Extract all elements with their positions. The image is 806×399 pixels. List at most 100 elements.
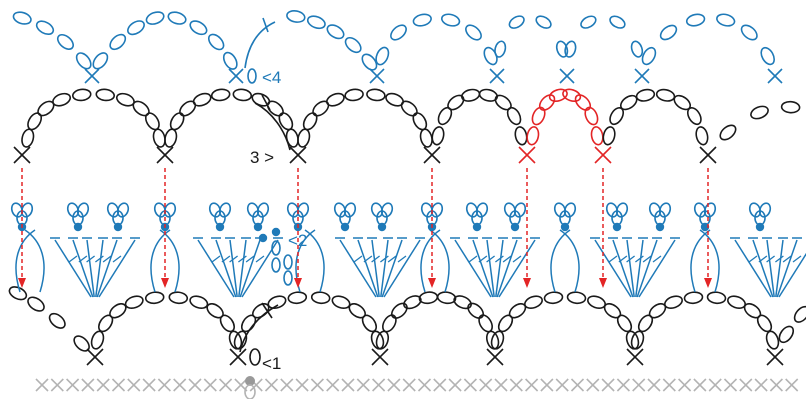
row-4-sc xyxy=(369,68,385,84)
puff-petal xyxy=(76,202,90,218)
foundation-stitch xyxy=(387,378,401,392)
treble-bar xyxy=(748,255,758,263)
fan-cluster xyxy=(193,237,283,298)
puff-cluster xyxy=(370,202,394,232)
chain-stitch xyxy=(778,325,795,344)
chain-stitch xyxy=(124,295,144,309)
x-stroke xyxy=(463,378,477,392)
x-stroke xyxy=(188,378,202,392)
row-3-chain-arches xyxy=(13,88,801,164)
treble-post xyxy=(638,239,676,298)
chain-stitch xyxy=(168,291,189,305)
arrow-head xyxy=(599,278,607,288)
chain-stitch xyxy=(494,94,512,111)
puff-petal xyxy=(163,202,177,218)
foundation-stitch xyxy=(173,378,187,392)
treble-post xyxy=(626,239,635,298)
puff-petal xyxy=(116,202,130,218)
chain-stitch xyxy=(580,15,597,29)
chain-stitch xyxy=(400,100,418,117)
chain-stitch xyxy=(302,112,318,131)
chain-stitch xyxy=(564,40,577,58)
treble-bar xyxy=(652,255,662,263)
chain-stitch xyxy=(506,106,522,126)
puff-cluster xyxy=(605,202,629,232)
chain-stitch xyxy=(73,335,90,352)
treble-post xyxy=(54,239,92,298)
treble-bar xyxy=(618,255,628,263)
x-stroke xyxy=(586,378,600,392)
chain-stitch xyxy=(478,88,499,102)
chain-stitch xyxy=(695,126,709,146)
foundation-stitch xyxy=(402,378,416,392)
chain-stitch xyxy=(297,128,311,148)
x-stroke xyxy=(766,348,784,366)
row-1-label: <1 xyxy=(262,354,281,373)
x-stroke xyxy=(289,146,307,164)
x-stroke xyxy=(219,378,233,392)
treble-bar xyxy=(502,255,512,263)
foundation-stitch xyxy=(708,378,722,392)
slip-stitch-dot xyxy=(215,222,225,232)
foundation-row xyxy=(35,376,799,399)
chain-stitch xyxy=(127,20,145,36)
fan-cluster xyxy=(730,237,806,298)
fan-cluster xyxy=(50,237,140,298)
chain-stitch xyxy=(344,36,362,54)
row-1-sc xyxy=(86,348,104,366)
x-stroke xyxy=(540,378,554,392)
treble-bar xyxy=(397,255,407,263)
treble-post xyxy=(594,239,632,298)
chain-stitch xyxy=(189,20,208,36)
chain-stitch xyxy=(27,296,45,312)
puff-petal xyxy=(296,202,310,218)
row-4-sc xyxy=(84,68,100,84)
x-stroke xyxy=(35,378,49,392)
x-stroke xyxy=(157,378,171,392)
foundation-stitch xyxy=(785,378,799,392)
x-stroke xyxy=(127,378,141,392)
fan-cluster xyxy=(590,237,680,298)
row-4-label: <4 xyxy=(262,68,281,87)
treble-post xyxy=(383,239,421,298)
treble-post xyxy=(495,239,504,298)
x-stroke xyxy=(486,348,504,366)
puff-cluster xyxy=(503,202,527,232)
treble-bar xyxy=(486,255,495,263)
foundation-stitch xyxy=(662,378,676,392)
puff-petal xyxy=(475,202,489,218)
puff-cluster xyxy=(553,202,577,232)
x-stroke xyxy=(387,378,401,392)
chain-stitch xyxy=(366,88,386,102)
chain-stitch xyxy=(780,100,801,114)
arrow-head xyxy=(161,278,169,288)
puff-cluster xyxy=(748,202,772,232)
chain-stitch xyxy=(222,51,238,70)
treble-post xyxy=(215,239,237,298)
turning-chain xyxy=(271,257,281,273)
arrow-head xyxy=(704,278,712,288)
chain-stitch xyxy=(90,330,105,350)
chain-stitch xyxy=(441,13,461,27)
chain-stitch xyxy=(109,33,127,51)
chain-stitch xyxy=(71,88,92,102)
fan-cluster xyxy=(450,237,540,298)
chain-stitch xyxy=(412,13,432,27)
chain-stitch xyxy=(590,126,604,146)
chain-stitch xyxy=(574,94,592,111)
treble-bar xyxy=(221,255,231,263)
treble-bar xyxy=(635,255,644,263)
treble-post xyxy=(380,239,389,298)
chain-stitch xyxy=(635,88,656,102)
chain-stitch xyxy=(760,46,775,66)
puff-cluster xyxy=(333,202,357,232)
foundation-stitch xyxy=(769,378,783,392)
chain-stitch xyxy=(56,33,74,50)
placement-arrow xyxy=(599,168,607,288)
treble-bar xyxy=(775,255,784,263)
x-stroke xyxy=(369,68,385,84)
foundation-stitch xyxy=(555,378,569,392)
chain-stitch xyxy=(465,24,482,41)
treble-bar xyxy=(102,255,112,263)
side-chain xyxy=(420,229,441,293)
